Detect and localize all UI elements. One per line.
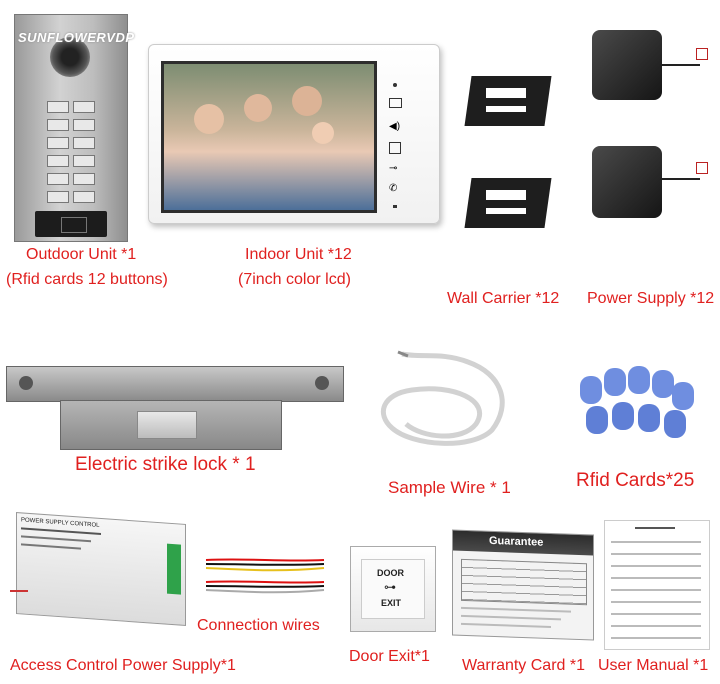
strike-lock-label: Electric strike lock * 1: [75, 454, 256, 475]
rfid-cards-label: Rfid Cards*25: [576, 470, 695, 491]
door-exit-image: DOOR ⊶ EXIT: [350, 546, 436, 632]
power-supply-label: Power Supply *12: [587, 290, 715, 307]
mail-icon: [389, 98, 402, 108]
access-power-supply-image: POWER SUPPLY CONTROL: [16, 512, 186, 626]
outdoor-unit-label: Outdoor Unit *1: [26, 246, 137, 263]
power-adapter-image: [592, 30, 662, 100]
sample-wire-image: [380, 350, 505, 446]
exit-text: EXIT: [381, 598, 402, 608]
phone-icon: ✆: [389, 183, 398, 194]
warranty-card-image: Guarantee: [452, 529, 594, 641]
user-manual-image: [604, 520, 710, 650]
user-manual-label: User Manual *1: [598, 657, 709, 674]
access-power-supply-label: Access Control Power Supply*1: [10, 657, 236, 674]
strike-lock-image: [6, 366, 344, 402]
rfid-cards-image: [570, 362, 700, 452]
power-box-title: POWER SUPPLY CONTROL: [21, 517, 100, 529]
door-text: DOOR: [377, 568, 404, 578]
rfid-reader: [35, 211, 107, 237]
indoor-unit-image: ◀) ⊸ ✆: [148, 44, 440, 224]
camera-lens-icon: [50, 37, 90, 77]
sample-wire-label: Sample Wire * 1: [388, 478, 511, 497]
indoor-unit-label: Indoor Unit *12: [245, 246, 352, 263]
outdoor-unit-sublabel: (Rfid cards 12 buttons): [6, 271, 168, 288]
user-icon: [389, 142, 401, 154]
connection-wires-image: [205, 558, 325, 594]
indoor-unit-sublabel: (7inch color lcd): [238, 271, 351, 288]
door-exit-label: Door Exit*1: [349, 648, 430, 665]
watermark-text: SUNFLOWERVDP: [18, 30, 135, 45]
key-icon: ⊶: [384, 580, 396, 594]
speaker-icon: ◀): [389, 121, 401, 132]
wall-carrier-image-2: [458, 178, 558, 248]
warranty-card-label: Warranty Card *1: [462, 657, 585, 674]
monitor-screen: [161, 61, 377, 213]
warranty-title: Guarantee: [489, 534, 544, 549]
power-adapter-image-2: [592, 146, 662, 218]
wall-carrier-label: Wall Carrier *12: [447, 290, 560, 307]
key-icon: ⊸: [389, 163, 398, 174]
connection-wires-label: Connection wires: [197, 617, 320, 634]
outdoor-unit-image: [14, 14, 128, 242]
wall-carrier-image: [458, 72, 558, 142]
